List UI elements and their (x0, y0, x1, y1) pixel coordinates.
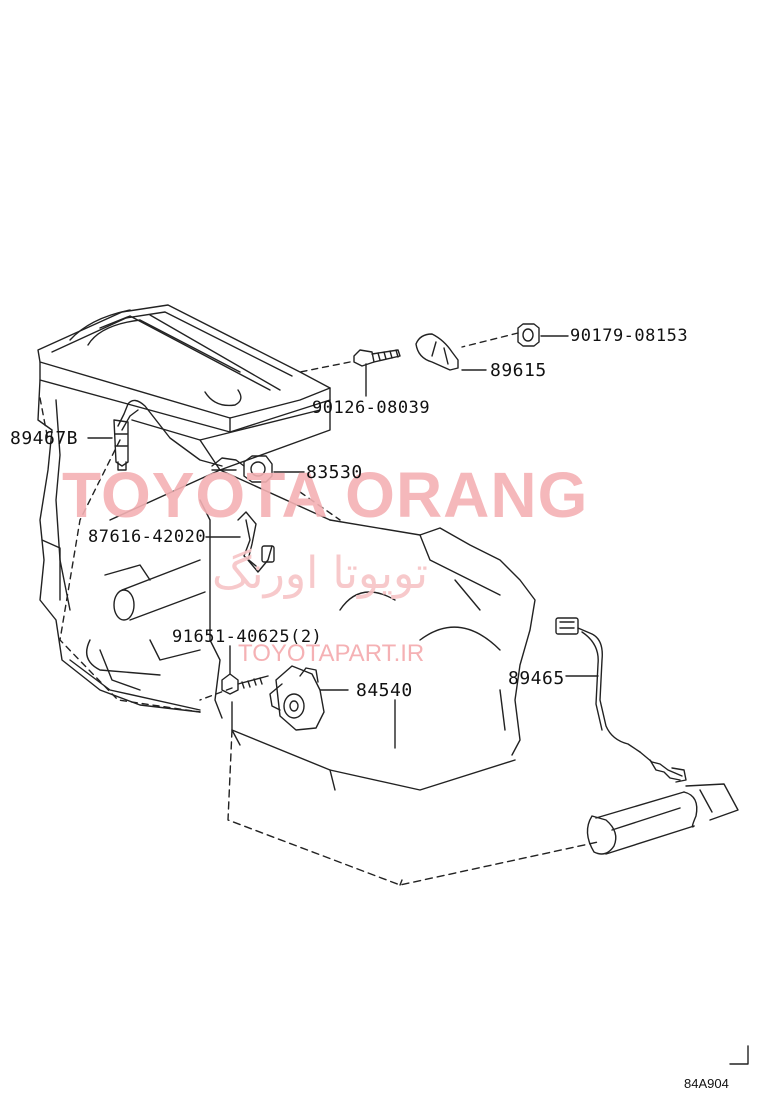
engine-block-drawing (37, 304, 331, 719)
bolt-91651 (221, 645, 269, 695)
label-89615[interactable]: 89615 (490, 360, 547, 381)
label-90126-08039[interactable]: 90126-08039 (312, 398, 431, 418)
clamp-87616 (205, 511, 275, 573)
label-91651-40625[interactable]: 91651-40625(2) (172, 627, 323, 647)
oil-switch-83530 (211, 455, 305, 483)
label-83530[interactable]: 83530 (306, 462, 363, 483)
stud-bolt-90126 (353, 349, 401, 397)
exhaust-pipe (586, 783, 739, 855)
neutral-switch-84540 (269, 665, 349, 731)
leader-lines (39, 332, 519, 713)
label-89465[interactable]: 89465 (508, 668, 565, 689)
label-87616-42020[interactable]: 87616-42020 (88, 527, 207, 547)
af-sensor-89467B (87, 399, 223, 471)
watermark-persian: تویوتا اورنگ (212, 548, 428, 599)
watermark-brand: TOYOTA ORANG (62, 459, 589, 531)
o2-sensor-89465 (555, 617, 687, 783)
transaxle-drawing (227, 519, 599, 886)
label-89467B[interactable]: 89467B (10, 428, 79, 449)
drawing-code: 84A904 (684, 1076, 729, 1091)
nut-90179 (517, 323, 569, 347)
frame-corner (729, 1045, 749, 1065)
knock-sensor-89615 (415, 333, 487, 371)
watermark-url: TOYOTAPART.IR (238, 640, 425, 667)
label-90179-08153[interactable]: 90179-08153 (570, 326, 689, 346)
label-84540[interactable]: 84540 (356, 680, 413, 701)
